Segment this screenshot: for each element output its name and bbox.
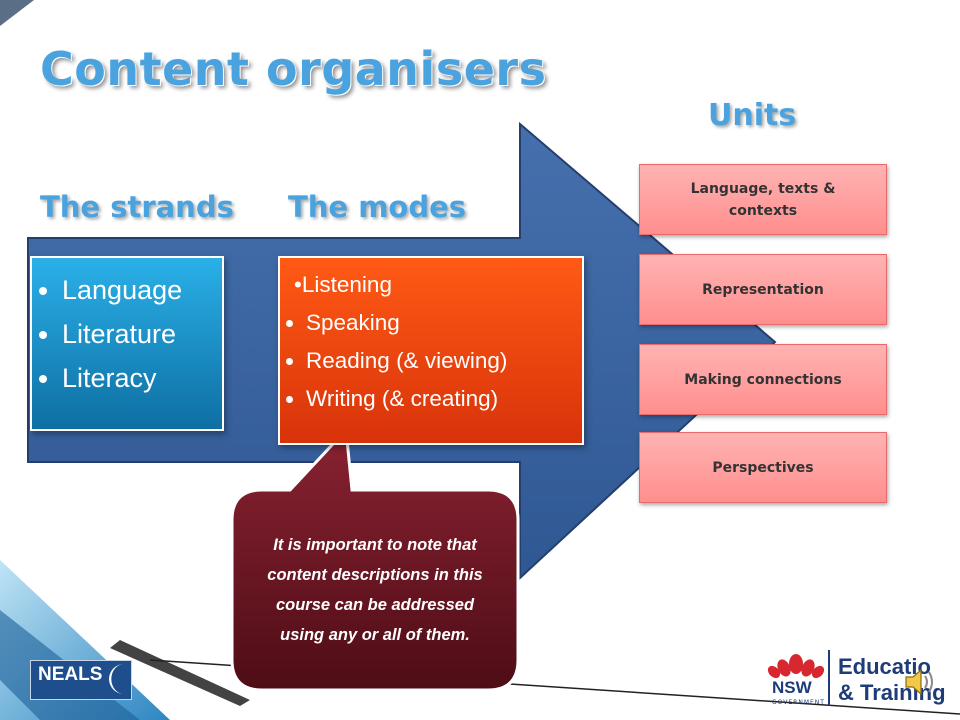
neals-logo-text: NEALS bbox=[38, 664, 103, 685]
unit-box: Making connections bbox=[639, 344, 887, 415]
strand-item: Language bbox=[62, 268, 222, 312]
neals-logo bbox=[30, 660, 132, 700]
logo-divider bbox=[828, 650, 830, 706]
callout-text: It is important to note that content des… bbox=[267, 536, 483, 644]
strands-heading: The strands bbox=[40, 190, 234, 224]
mode-item: Speaking bbox=[306, 304, 582, 342]
neals-crescent-icon bbox=[109, 664, 124, 694]
strand-item: Literacy bbox=[62, 356, 222, 400]
mode-item: Reading (& viewing) bbox=[306, 342, 582, 380]
unit-box: Representation bbox=[639, 254, 887, 325]
modes-box: •Listening Speaking Reading (& viewing) … bbox=[278, 256, 584, 445]
unit-box: Perspectives bbox=[639, 432, 887, 503]
nsw-logo-text: NSW bbox=[772, 678, 812, 697]
speaker-icon[interactable] bbox=[902, 664, 938, 700]
strand-item: Literature bbox=[62, 312, 222, 356]
modes-heading: The modes bbox=[288, 190, 467, 224]
callout-bubble bbox=[230, 426, 520, 692]
strands-box: Language Literature Literacy bbox=[30, 256, 224, 431]
page-title: Content organisers bbox=[40, 42, 547, 96]
mode-item: Writing (& creating) bbox=[306, 380, 582, 418]
unit-box: Language, texts & contexts bbox=[639, 164, 887, 235]
waratah-icon bbox=[767, 654, 825, 679]
nsw-government-text: GOVERNMENT bbox=[772, 699, 825, 706]
units-heading: Units bbox=[708, 98, 797, 133]
mode-item: •Listening bbox=[294, 272, 392, 297]
